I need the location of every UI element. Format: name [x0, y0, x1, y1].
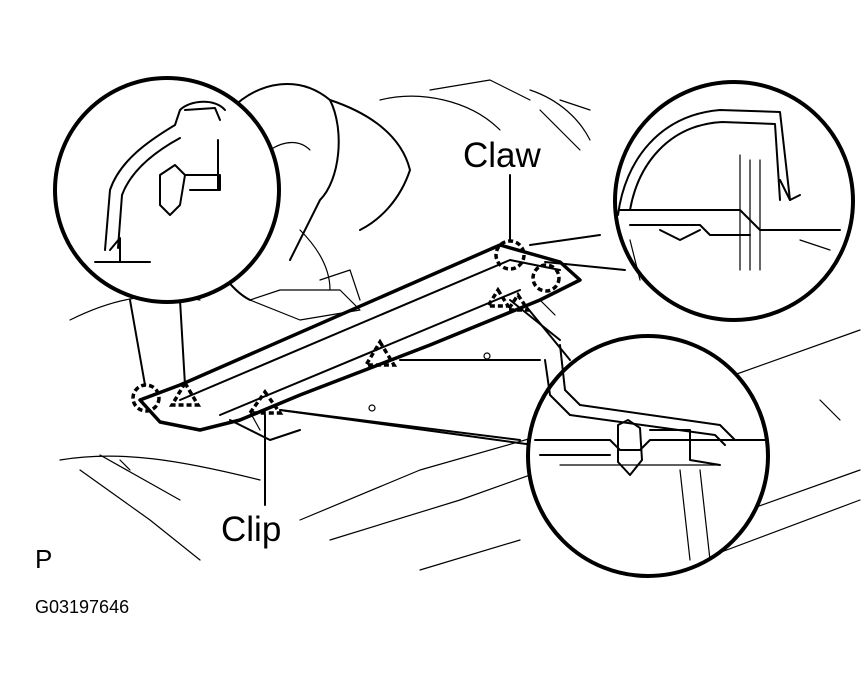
detail-circle-left [53, 76, 281, 304]
figure-code-label: G03197646 [35, 597, 130, 617]
detail-circle-top-right [613, 80, 855, 322]
clip-markers [168, 286, 532, 415]
callout-connectors [129, 234, 626, 451]
clip-label: Clip [221, 510, 282, 549]
view-indicator-label: P [35, 544, 53, 574]
detail-circle-bottom-right [526, 334, 770, 578]
label-leaders [264, 174, 511, 506]
claw-label: Claw [463, 136, 541, 175]
